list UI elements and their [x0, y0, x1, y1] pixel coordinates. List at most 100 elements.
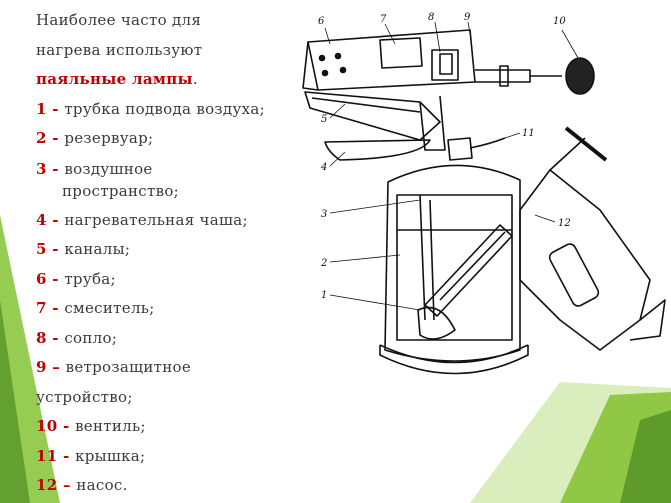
cap-leader: [469, 137, 506, 149]
tube-hole: [339, 66, 347, 74]
item-number: 3: [36, 159, 47, 178]
left-dark-triangle: [0, 300, 30, 503]
list-item-9-cont: устройство;: [36, 383, 336, 413]
nozzle-block: [431, 49, 459, 81]
callout-10: 10: [553, 16, 566, 27]
pump-outlet: [629, 299, 666, 341]
item-number: 12: [36, 476, 58, 494]
leader-7: [384, 23, 396, 45]
item-text: устройство;: [36, 387, 133, 406]
callout-5: 5: [321, 114, 327, 125]
callout-8: 8: [428, 12, 434, 23]
item-number: 7: [36, 299, 47, 317]
tube-hole: [321, 69, 329, 77]
list-item-4: 4 - нагревательная чаша;: [36, 206, 336, 236]
air-tube-flare: [417, 306, 456, 340]
item-text: каналы;: [64, 240, 131, 258]
callout-7: 7: [380, 14, 387, 25]
item-sep: -: [46, 328, 65, 347]
item-number: 1: [36, 99, 47, 118]
heating-bowl: [324, 139, 431, 161]
list-item-12: 12 – насос.: [36, 471, 336, 501]
item-text: нагревательная чаша;: [64, 210, 248, 229]
tank-foot: [379, 345, 529, 375]
pump-handle-shaft: [549, 137, 586, 171]
list-item-8: 8 - сопло;: [36, 324, 336, 354]
callout-6: 6: [318, 16, 325, 27]
intro-line-3-tail: .: [192, 70, 198, 88]
item-sep: -: [46, 269, 65, 288]
leader-1: [329, 294, 421, 311]
intro-line-2: нагрева используют: [36, 40, 203, 59]
blowtorch-diagram: 6 7 8 9 10 11 12 5 4 3 2 1: [302, 12, 666, 375]
list-item-10: 10 - вентиль;: [36, 412, 336, 442]
pump-body: [424, 224, 513, 317]
leader-9: [467, 21, 471, 35]
list-item-6: 6 - труба;: [36, 265, 336, 295]
list-item-3-cont: пространство;: [62, 181, 180, 200]
tank-base: [379, 344, 529, 364]
callout-9: 9: [464, 12, 471, 23]
leader-8: [434, 21, 441, 53]
channel-line: [311, 97, 421, 113]
pump-rod: [439, 231, 506, 301]
leader-4: [329, 151, 346, 167]
item-sep: -: [57, 417, 76, 435]
callout-4: 4: [320, 162, 327, 173]
item-text: крышка;: [75, 446, 146, 465]
item-sep: –: [57, 476, 77, 494]
item-sep: -: [46, 99, 65, 118]
item-number: 6: [36, 269, 47, 288]
list-item-7: 7 - смеситель;: [36, 294, 336, 324]
intro-line-1: Наиболее часто для: [36, 11, 202, 29]
tube-hole: [318, 54, 326, 62]
list-item-5: 5 - каналы;: [36, 235, 336, 265]
callout-1: 1: [321, 290, 327, 301]
item-sep: -: [57, 446, 76, 465]
list-item-3: 3 - воздушное: [36, 158, 336, 180]
item-text: вентиль;: [75, 417, 146, 435]
item-text: смеситель;: [64, 299, 155, 317]
feed-pipe: [419, 95, 446, 151]
item-sep: -: [46, 299, 65, 317]
valve-knob: [565, 57, 595, 95]
cap: [447, 137, 473, 161]
leader-11: [504, 132, 521, 139]
pump-housing: [519, 169, 651, 351]
item-text: насос.: [76, 476, 128, 494]
air-tube: [419, 194, 426, 321]
item-number: 8: [36, 328, 47, 347]
leader-10: [561, 29, 579, 59]
item-number: 9: [36, 358, 47, 376]
channels: [304, 91, 441, 141]
item-text: резервуар;: [64, 129, 154, 147]
callout-3: 3: [321, 209, 327, 220]
leader-2: [329, 254, 401, 263]
item-number: 5: [36, 240, 47, 258]
intro-line-3: паяльные лампы.: [36, 65, 336, 95]
list-item-9: 9 – ветрозащитное: [36, 353, 336, 383]
tank-inner: [396, 194, 513, 341]
item-number: 10: [36, 417, 58, 435]
item-text: ветрозащитное: [65, 358, 192, 376]
item-sep: -: [46, 210, 65, 229]
list-item-2: 2 - резервуар;: [36, 124, 336, 154]
callout-11: 11: [522, 128, 535, 139]
item-text: воздушное: [64, 159, 153, 178]
item-text: труба;: [64, 269, 116, 288]
burner-tube-end: [302, 41, 319, 91]
description-text: Наиболее часто для нагрева используют па…: [36, 6, 336, 501]
pump-window: [548, 243, 600, 307]
item-text: сопло;: [64, 328, 118, 347]
item-number: 4: [36, 210, 47, 229]
list-item-1: 1 - трубка подвода воздуха;: [36, 95, 336, 125]
right-dark-triangle: [620, 410, 671, 503]
leader-3: [329, 199, 421, 214]
mixer: [379, 37, 423, 69]
nozzle: [439, 53, 453, 75]
valve-nut: [499, 65, 509, 87]
air-tube-2: [429, 199, 435, 321]
pump-handle: [564, 126, 608, 162]
item-sep: –: [46, 358, 66, 376]
